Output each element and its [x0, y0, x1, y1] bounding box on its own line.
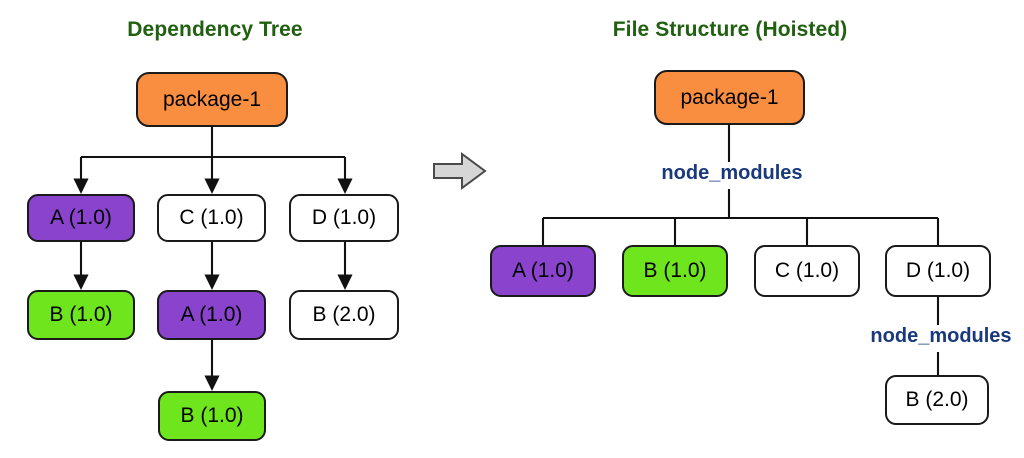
node-a-1-0-under-c-dep[interactable]: A (1.0) — [157, 290, 266, 340]
node-a-1-0-dep[interactable]: A (1.0) — [27, 194, 135, 242]
right-arrow-icon — [432, 150, 488, 192]
left-panel-title: Dependency Tree — [127, 18, 303, 41]
folder-node-modules-root[interactable]: node_modules — [639, 162, 825, 185]
node-b-2-0-under-d-dep[interactable]: B (2.0) — [289, 290, 399, 340]
node-a-1-0-fs[interactable]: A (1.0) — [490, 245, 596, 297]
node-b-1-0-under-a-dep[interactable]: B (1.0) — [27, 290, 135, 340]
right-panel-title: File Structure (Hoisted) — [612, 18, 848, 41]
folder-node-modules-nested[interactable]: node_modules — [848, 325, 1024, 348]
node-b-1-0-fs[interactable]: B (1.0) — [622, 245, 728, 297]
node-d-1-0-fs[interactable]: D (1.0) — [885, 245, 991, 297]
node-c-1-0-fs[interactable]: C (1.0) — [754, 245, 860, 297]
node-d-1-0-dep[interactable]: D (1.0) — [289, 194, 399, 242]
node-package-1-fs[interactable]: package-1 — [654, 70, 805, 125]
node-c-1-0-dep[interactable]: C (1.0) — [157, 194, 266, 242]
node-package-1-dep[interactable]: package-1 — [136, 72, 288, 127]
node-b-2-0-fs[interactable]: B (2.0) — [885, 375, 989, 425]
left-tree-edges — [73, 127, 353, 391]
node-b-1-0-under-a2-dep[interactable]: B (1.0) — [158, 391, 266, 441]
